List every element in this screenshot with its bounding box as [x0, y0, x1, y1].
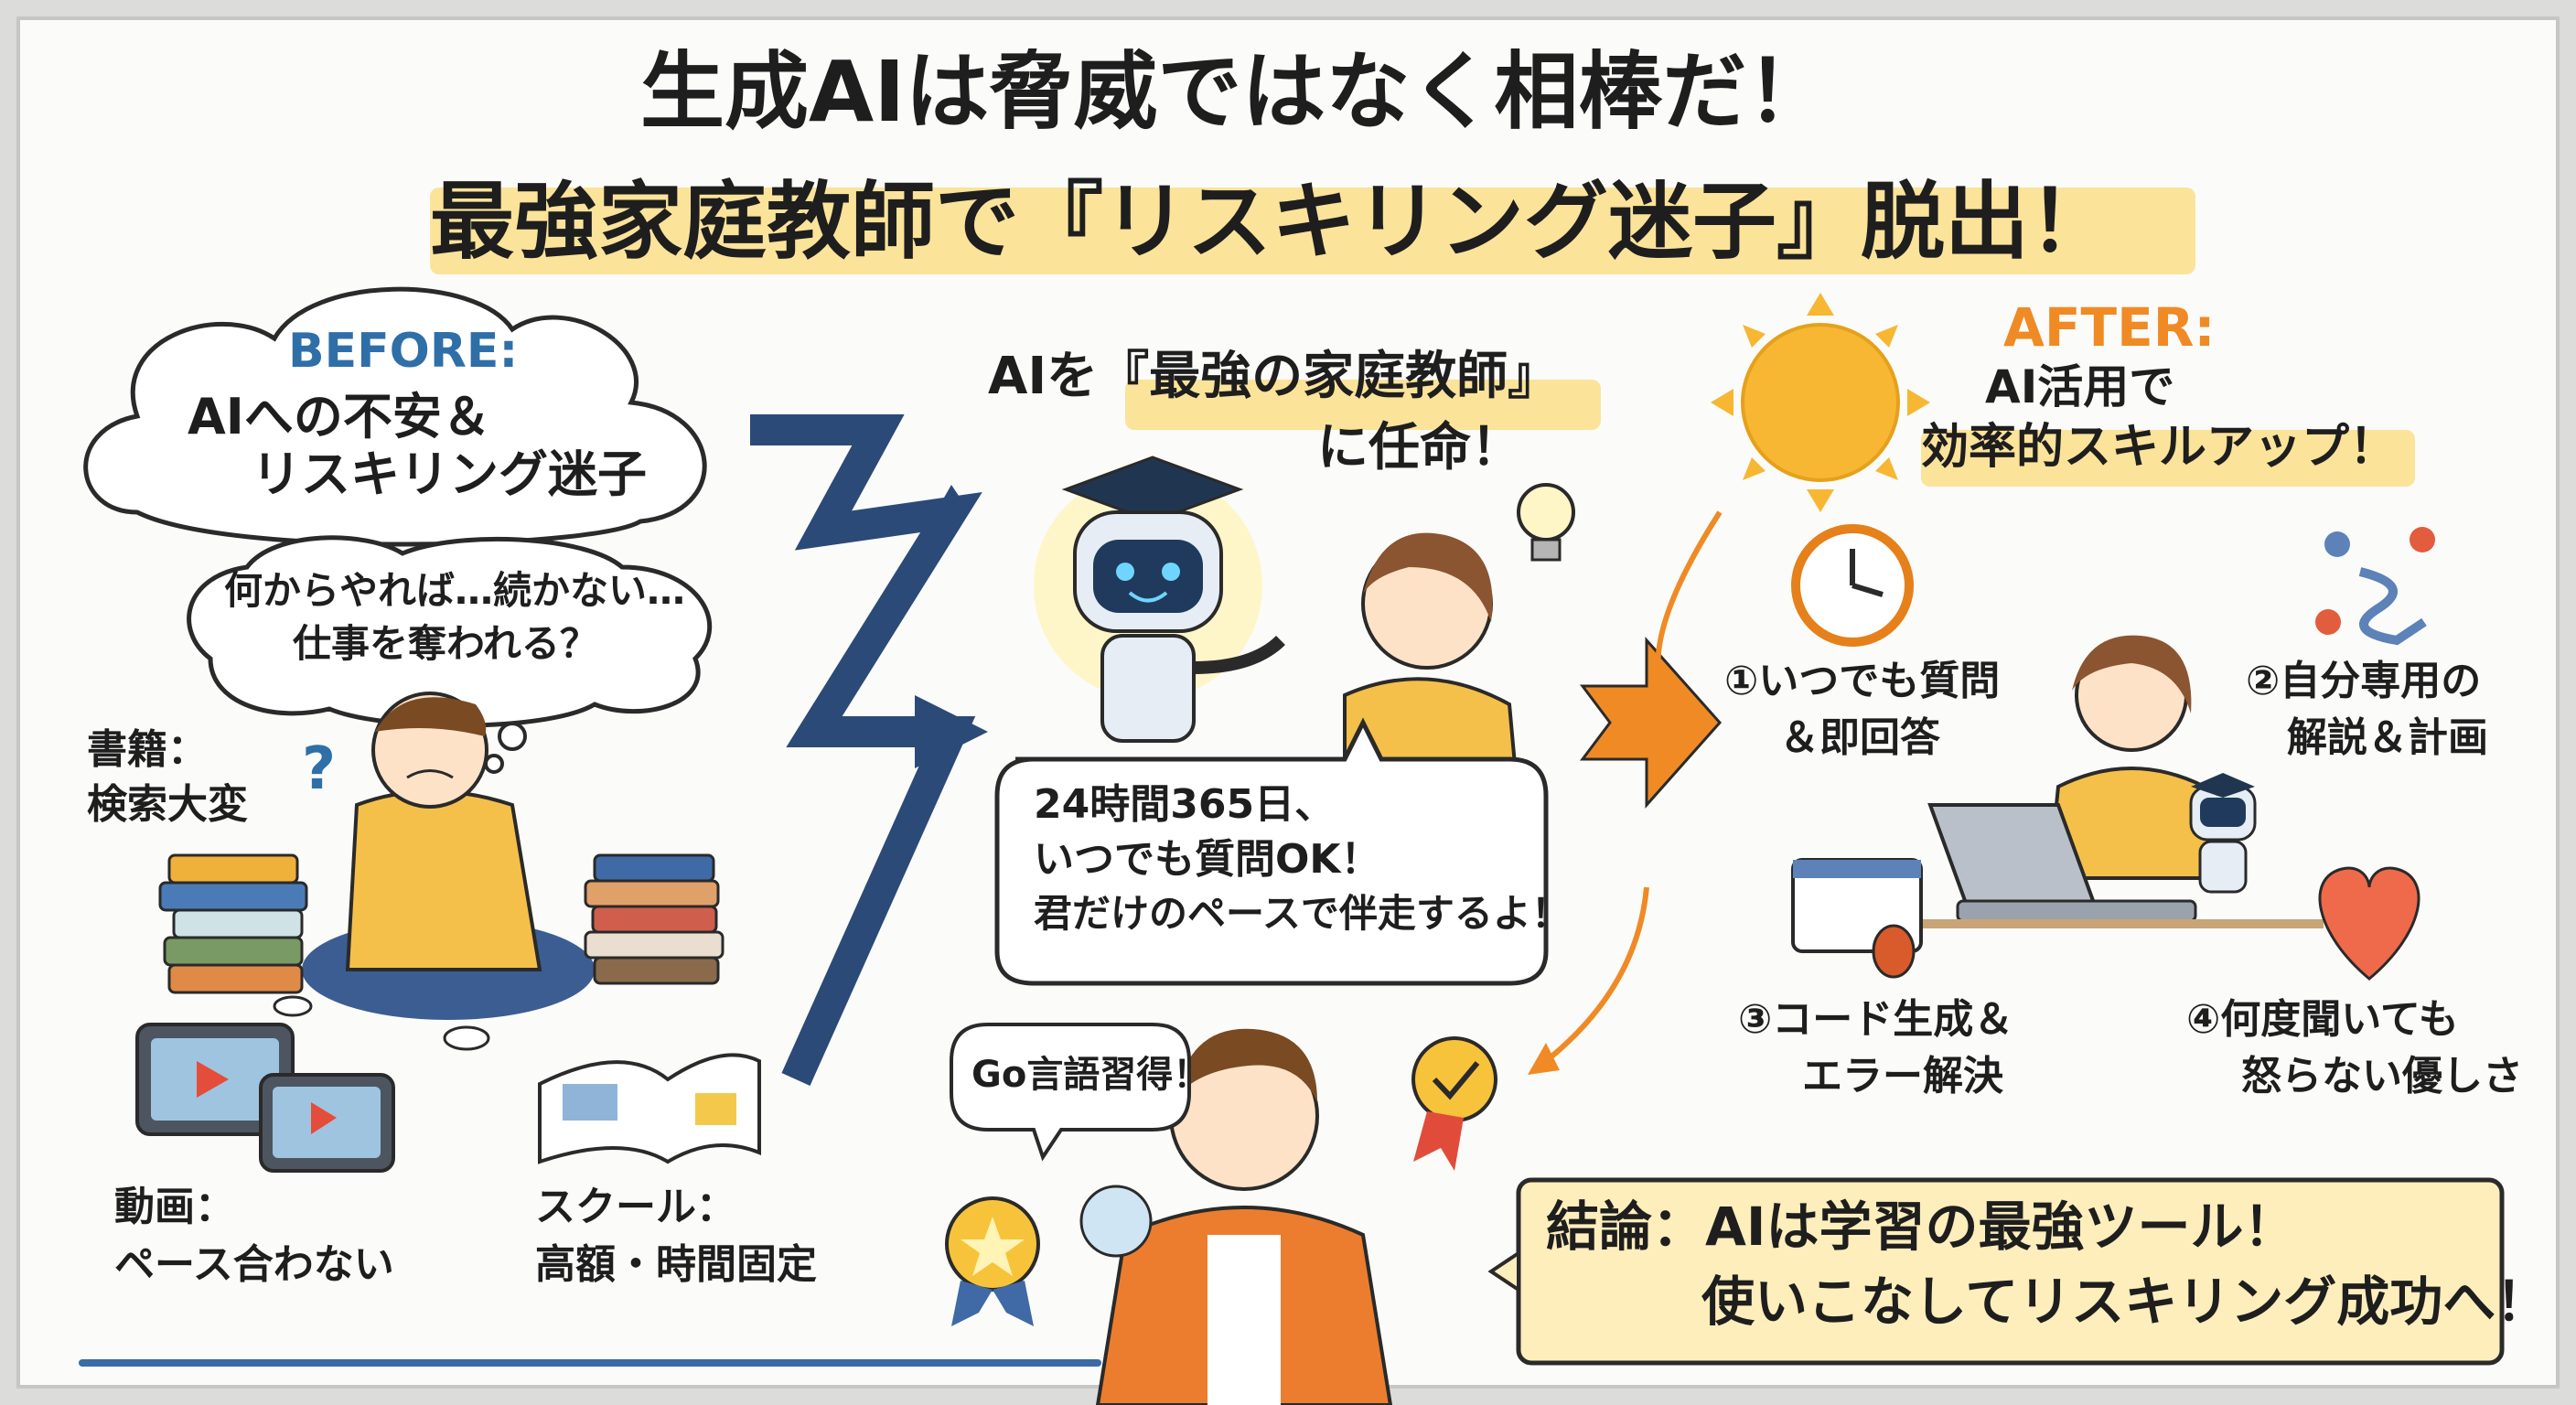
benefit-1-line-2: ＆即回答 — [1779, 714, 1940, 761]
school-label-2: 高額・時間固定 — [535, 1241, 817, 1288]
thought-line-1: 何からやれば…続かない… — [224, 568, 686, 613]
bug-icon — [1872, 924, 1916, 979]
question-mark: ? — [302, 735, 337, 803]
benefit-4-line-1: ④何度聞いても — [2186, 996, 2459, 1043]
after-line-1: AI活用で — [1985, 360, 2175, 413]
benefit-3-line-2: エラー解決 — [1802, 1053, 2003, 1099]
worried-person — [273, 692, 595, 1051]
sun-icon — [1711, 293, 1930, 512]
open-book-icon — [538, 1053, 761, 1164]
speech-line-1: 24時間365日、 — [1034, 781, 1336, 828]
after-line-2: 効率的スキルアップ！ — [1921, 420, 2398, 475]
before-cloud — [83, 286, 707, 547]
book-stack-right — [584, 853, 724, 985]
title-highlight — [430, 188, 2195, 274]
middle-title-2: に任命！ — [1317, 418, 1522, 477]
lightbulb-icon — [1517, 483, 1575, 562]
before-heading: BEFORE: — [288, 324, 519, 379]
down-curve-arrow — [1544, 886, 1649, 1064]
benefit-1-line-1: ①いつでも質問 — [1724, 658, 2001, 704]
benefit-2-line-2: 解説＆計画 — [2287, 714, 2488, 761]
books-label-2: 検索大変 — [87, 781, 248, 828]
middle-title-highlight — [1125, 380, 1601, 430]
book-stack-left — [158, 853, 308, 994]
badge-checkmark — [1411, 1036, 1497, 1171]
conclusion-line-1: 結論：AIは学習の最強ツール！ — [1546, 1196, 2297, 1258]
mini-robot — [2189, 773, 2257, 894]
middle-title-1: AIを『最強の家庭教師』 — [988, 347, 1560, 406]
conclusion-line-2: 使いこなしてリスキリング成功へ！ — [1701, 1271, 2549, 1333]
title-line-1: 生成AIは脅威ではなく相棒だ！ — [640, 43, 1831, 141]
after-heading: AFTER: — [2003, 296, 2216, 359]
sun-curve-arrow — [1655, 510, 1723, 697]
school-label-1: スクール： — [535, 1184, 736, 1230]
small-thinking-bubble — [1079, 1185, 1153, 1258]
video-label-2: ペース合わない — [114, 1241, 394, 1288]
badge-star — [945, 1196, 1040, 1326]
success-boy — [1095, 1028, 1393, 1405]
before-line-1: AIへの不安＆ — [188, 388, 491, 445]
orange-arrow — [1580, 637, 1723, 809]
benefit-4-line-2: 怒らない優しさ — [2241, 1053, 2523, 1099]
robot-tutor — [1034, 456, 1285, 743]
speech-line-3: 君だけのペースで伴走するよ！ — [1034, 891, 1570, 936]
clock-icon — [1791, 524, 1914, 647]
thought-bubble — [187, 535, 713, 728]
before-line-2: リスキリング迷子 — [252, 445, 647, 503]
books-label-1: 書籍： — [87, 726, 208, 773]
go-bubble — [950, 1023, 1191, 1162]
ai-speech-bubble — [994, 717, 1549, 986]
thought-line-2: 仕事を奪われる？ — [293, 621, 598, 666]
speech-line-2: いつでも質問OK！ — [1034, 836, 1381, 883]
after-highlight — [1921, 430, 2415, 487]
go-bubble-text: Go言語習得！ — [971, 1054, 1210, 1096]
title-line-2: 最強家庭教師で『リスキリング迷子』脱出！ — [430, 173, 2114, 271]
heart-icon — [2318, 866, 2420, 981]
benefit-3-line-1: ③コード生成＆ — [1738, 996, 2014, 1043]
benefit-2-line-1: ②自分専用の — [2246, 658, 2482, 704]
route-icon — [2315, 527, 2435, 646]
laptop-girl — [1903, 635, 2324, 928]
video-label-1: 動画： — [114, 1184, 235, 1230]
tablet-icons — [135, 1023, 395, 1173]
